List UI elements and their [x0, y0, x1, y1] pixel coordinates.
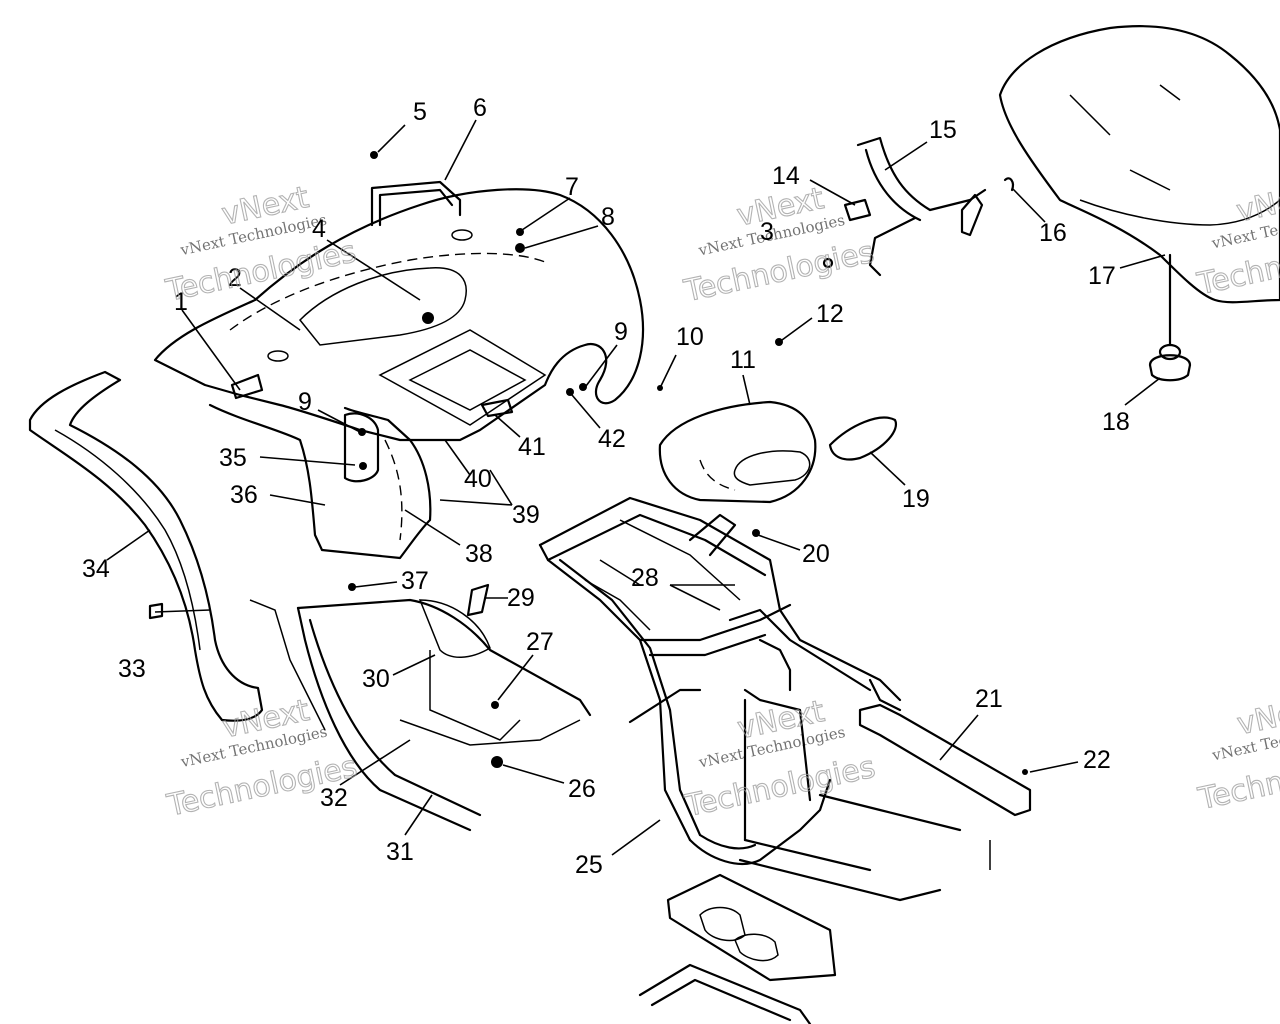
callout-22: 22 [1083, 746, 1111, 774]
callout-26: 26 [568, 775, 596, 803]
mud-flap [343, 412, 380, 483]
skid-plates [638, 873, 837, 1024]
callout-40: 40 [464, 465, 492, 493]
seat-bumper [1148, 343, 1192, 382]
callout-17: 17 [1088, 262, 1116, 290]
callout-33: 33 [118, 655, 146, 683]
callout-16: 16 [1039, 219, 1067, 247]
callout-31: 31 [386, 838, 414, 866]
callout-9-right: 9 [614, 318, 628, 346]
callout-9-left: 9 [298, 388, 312, 416]
callout-12: 12 [816, 300, 844, 328]
rear-cushion [658, 400, 817, 504]
support-rail [858, 703, 1032, 870]
callout-3: 3 [760, 218, 774, 246]
callout-2: 2 [228, 264, 242, 292]
footwell-floor [249, 598, 592, 832]
callout-36: 36 [230, 481, 258, 509]
fastener-marks [148, 151, 1028, 775]
callout-25: 25 [575, 851, 603, 879]
callout-38: 38 [465, 540, 493, 568]
main-seat [998, 25, 1280, 347]
callout-labels: 1 2 3 4 5 6 7 8 9 9 10 11 12 14 15 16 17… [82, 94, 1130, 879]
callout-14: 14 [772, 162, 800, 190]
callout-39: 39 [512, 501, 540, 529]
callout-30: 30 [362, 665, 390, 693]
fender-trim-strip [28, 370, 264, 722]
side-fender-panel [208, 403, 432, 560]
callout-5: 5 [413, 98, 427, 126]
callout-42: 42 [598, 425, 626, 453]
callout-10: 10 [676, 323, 704, 351]
rear-fender [153, 188, 645, 442]
callout-29: 29 [507, 584, 535, 612]
callout-35: 35 [219, 444, 247, 472]
grab-handle [370, 180, 462, 227]
callout-19: 19 [902, 485, 930, 513]
callout-28: 28 [631, 564, 659, 592]
callout-4: 4 [312, 215, 326, 243]
callout-20: 20 [802, 540, 830, 568]
callout-41: 41 [518, 433, 546, 461]
grip-pad [828, 416, 898, 461]
callout-18: 18 [1102, 408, 1130, 436]
callout-32: 32 [320, 784, 348, 812]
callout-37: 37 [401, 567, 429, 595]
seat-latch [822, 136, 1014, 277]
leader-lines [106, 119, 1166, 856]
callout-8: 8 [601, 203, 615, 231]
rear-frame [538, 496, 962, 902]
callout-27: 27 [526, 628, 554, 656]
callout-21: 21 [975, 685, 1003, 713]
callout-6: 6 [473, 94, 487, 122]
watermark-top-word: vNext [1234, 690, 1280, 743]
watermark-top-word: vNext [1233, 177, 1280, 230]
callout-1: 1 [174, 288, 188, 316]
callout-15: 15 [929, 116, 957, 144]
callout-34: 34 [82, 555, 110, 583]
callout-7: 7 [565, 173, 579, 201]
callout-11: 11 [730, 346, 756, 374]
